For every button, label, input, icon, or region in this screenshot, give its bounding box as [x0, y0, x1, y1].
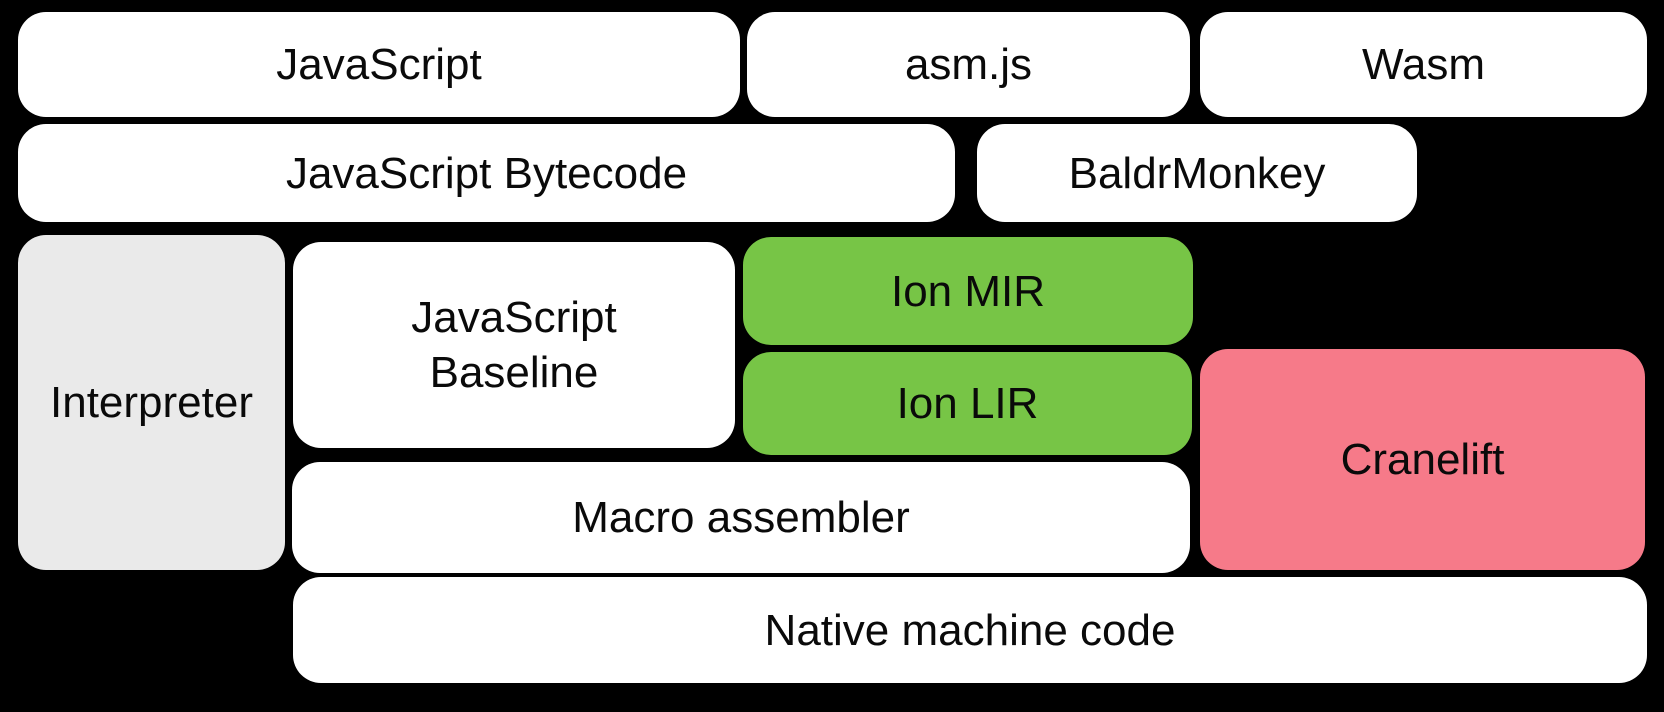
box-javascript: JavaScript — [18, 12, 740, 117]
box-macro-assembler: Macro assembler — [292, 462, 1190, 573]
box-javascript-baseline-label: JavaScript Baseline — [411, 293, 617, 397]
box-ion-mir: Ion MIR — [743, 237, 1193, 345]
box-cranelift-label: Cranelift — [1340, 435, 1505, 484]
box-interpreter-label: Interpreter — [50, 378, 253, 427]
box-ion-mir-label: Ion MIR — [890, 266, 1046, 316]
box-wasm: Wasm — [1200, 12, 1647, 117]
box-asmjs-label: asm.js — [904, 40, 1033, 89]
box-asmjs: asm.js — [747, 12, 1190, 117]
box-ion-lir-label: Ion LIR — [896, 379, 1039, 428]
box-wasm-label: Wasm — [1361, 40, 1486, 89]
box-ion-lir: Ion LIR — [743, 352, 1192, 455]
box-cranelift: Cranelift — [1200, 349, 1645, 570]
box-native-machine-code-label: Native machine code — [764, 605, 1176, 655]
box-javascript-bytecode-label: JavaScript Bytecode — [285, 148, 688, 198]
box-javascript-baseline: JavaScript Baseline — [293, 242, 735, 448]
box-javascript-bytecode: JavaScript Bytecode — [18, 124, 955, 222]
box-interpreter: Interpreter — [18, 235, 285, 570]
box-baldrmonkey-label: BaldrMonkey — [1068, 148, 1326, 198]
box-baldrmonkey: BaldrMonkey — [977, 124, 1417, 222]
box-javascript-label: JavaScript — [276, 40, 482, 89]
box-macro-assembler-label: Macro assembler — [572, 493, 910, 542]
box-native-machine-code: Native machine code — [293, 577, 1647, 683]
